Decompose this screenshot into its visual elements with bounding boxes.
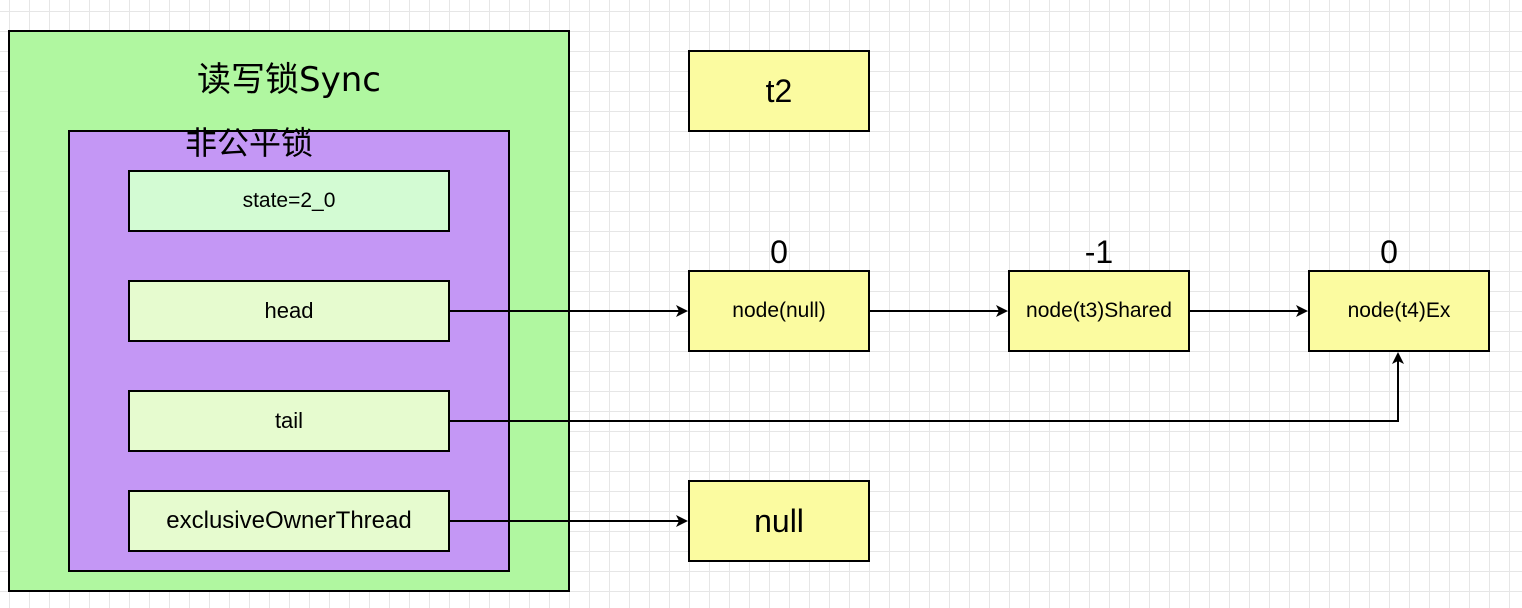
tail-to-node-t4-arrow bbox=[450, 352, 1404, 422]
queue-node-t3-shared-label: node(t3)Shared bbox=[1026, 299, 1172, 322]
nonfair-lock-title: 非公平锁 bbox=[184, 124, 313, 162]
exclusive-owner-thread-label: exclusiveOwnerThread bbox=[166, 507, 412, 534]
thread-t2-box[interactable]: t2 bbox=[688, 50, 870, 132]
queue-node-null-label: node(null) bbox=[732, 299, 826, 322]
queue-node-t3-shared[interactable]: node(t3)Shared bbox=[1008, 270, 1190, 352]
owner-null-label: null bbox=[754, 502, 804, 539]
owner-null-box[interactable]: null bbox=[688, 480, 870, 562]
sync-title: 读写锁Sync bbox=[197, 60, 381, 100]
state-field[interactable]: state=2_0 bbox=[128, 170, 450, 232]
node-t4-wait-status: 0 bbox=[1380, 234, 1398, 270]
queue-node-t4-ex[interactable]: node(t4)Ex bbox=[1308, 270, 1490, 352]
thread-t2-label: t2 bbox=[765, 72, 793, 109]
node-null-wait-status: 0 bbox=[770, 234, 788, 270]
head-field-label: head bbox=[264, 298, 314, 323]
state-field-label: state=2_0 bbox=[242, 189, 336, 212]
exclusive-owner-thread-field[interactable]: exclusiveOwnerThread bbox=[128, 490, 450, 552]
queue-node-null[interactable]: node(null) bbox=[688, 270, 870, 352]
tail-field-label: tail bbox=[274, 408, 304, 433]
queue-node-t4-ex-label: node(t4)Ex bbox=[1347, 299, 1451, 322]
tail-field[interactable]: tail bbox=[128, 390, 450, 452]
head-field[interactable]: head bbox=[128, 280, 450, 342]
node-t3-wait-status: -1 bbox=[1084, 234, 1114, 270]
